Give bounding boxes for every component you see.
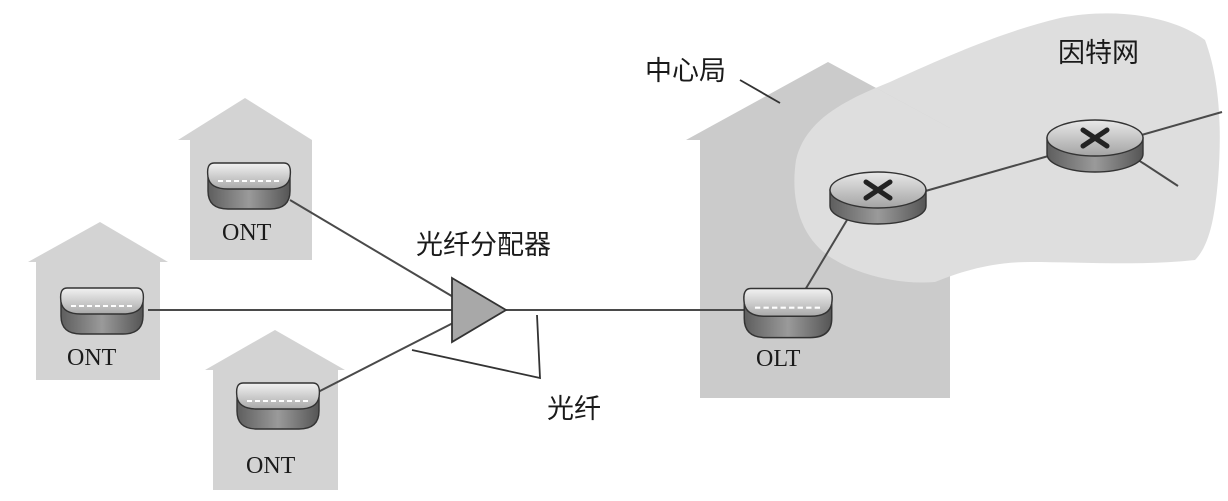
fiber-link (317, 321, 456, 393)
fiber-link (804, 214, 851, 291)
fiber-link (289, 199, 456, 299)
optical-network-terminal-icon (206, 162, 292, 210)
fiber-leader-line (411, 314, 541, 380)
ont-label: ONT (67, 345, 117, 371)
fiber-label: 光纤 (547, 394, 601, 425)
central-office-leader-line (739, 79, 781, 104)
optical-network-terminal-icon (235, 382, 321, 430)
optical-network-terminal-icon (59, 287, 145, 335)
internet-label: 因特网 (1058, 38, 1139, 69)
ont-label: ONT (246, 453, 296, 479)
ont-label: ONT (222, 220, 272, 246)
olt-label: OLT (756, 346, 801, 372)
fiber-link (921, 154, 1053, 193)
splitter-label: 光纤分配器 (416, 230, 551, 261)
router-icon (830, 172, 926, 224)
optical-line-terminal-icon (742, 287, 834, 339)
central-office-label: 中心局 (645, 56, 726, 87)
router-icon (1047, 120, 1143, 172)
fiber-link (1137, 111, 1223, 137)
splitter-icon (451, 276, 508, 344)
